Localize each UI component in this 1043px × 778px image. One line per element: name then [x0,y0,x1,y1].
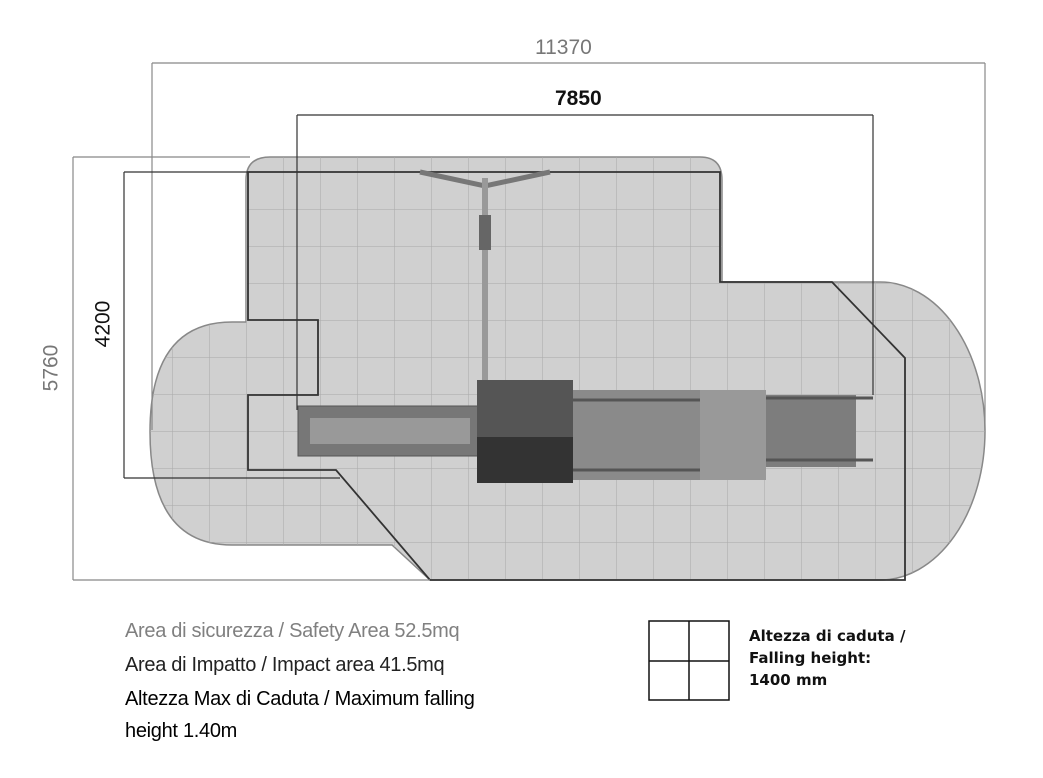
max-fall-height-value: height 1.40m [125,720,238,742]
impact-area-label: Area di Impatto / Impact area 41.5mq [125,654,445,676]
fall-height-symbol [648,620,730,701]
dimension-lines [72,62,986,581]
dimension-overall-depth: 5760 [39,344,63,392]
platform-floor [477,437,573,483]
swing-seat [479,215,491,250]
play-equipment [297,169,873,483]
fall-note-line1: Altezza di caduta / [749,627,906,645]
bridge [573,390,701,480]
fall-note-line3: 1400 mm [749,671,828,689]
max-fall-height-label: Altezza Max di Caduta / Maximum falling [125,688,475,710]
fall-height-note: Altezza di caduta / Falling height: 1400… [749,625,905,691]
platform-roof [477,380,573,440]
grid [150,157,985,580]
dimension-equipment-depth: 4200 [91,300,115,348]
safety-area-label: Area di sicurezza / Safety Area 52.5mq [125,620,460,642]
fall-note-line2: Falling height: [749,649,872,667]
impact-area-outline [247,171,906,581]
dimension-equipment-width: 7850 [555,87,602,110]
dimension-overall-width: 11370 [535,36,592,59]
ramp [766,395,856,467]
